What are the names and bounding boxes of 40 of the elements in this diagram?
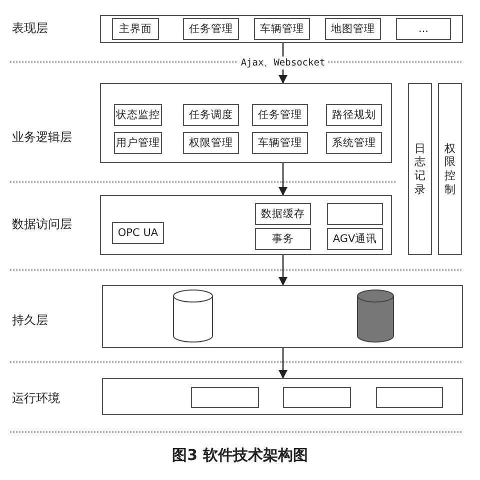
layer-label: 数据访问层 xyxy=(12,216,72,233)
module-box: ... xyxy=(396,18,451,40)
module-box: OPC UA xyxy=(112,222,164,244)
module-box: 任务管理 xyxy=(252,104,308,126)
database-cylinder xyxy=(357,290,394,342)
layer-box xyxy=(102,378,463,415)
module-box: 任务管理 xyxy=(183,18,239,40)
module-box: 地图管理 xyxy=(325,18,381,40)
layer-label: 业务逻辑层 xyxy=(12,129,72,146)
module-box: 用户管理 xyxy=(114,132,162,154)
layer-box xyxy=(100,15,463,43)
module-box: 任务调度 xyxy=(183,104,239,126)
layer-box xyxy=(102,285,463,348)
module-box: 状态监控 xyxy=(114,104,162,126)
layer-box xyxy=(100,83,392,163)
module-box: AGV通讯 xyxy=(327,228,383,250)
figure-caption: 图3 软件技术架构图 xyxy=(171,446,309,465)
layer-label: 持久层 xyxy=(12,312,48,329)
module-box: 事务 xyxy=(255,228,311,250)
component-box xyxy=(191,387,259,408)
module-box: 车辆管理 xyxy=(254,18,310,40)
vertical-module-box: 权限控制 xyxy=(438,83,462,255)
module-box: 主界面 xyxy=(112,18,159,40)
layer-label: 运行环境 xyxy=(12,390,60,407)
layer-label: 表现层 xyxy=(12,20,48,37)
module-box: 路径规划 xyxy=(326,104,382,126)
component-box xyxy=(327,203,383,225)
arrow xyxy=(278,163,288,196)
edge-label: Ajax、Websocket xyxy=(238,56,328,70)
database-cylinder xyxy=(173,290,213,342)
layer-box xyxy=(100,195,392,255)
arrow xyxy=(278,255,288,286)
component-box xyxy=(283,387,351,408)
module-box: 车辆管理 xyxy=(252,132,308,154)
arrow xyxy=(278,348,288,379)
component-box xyxy=(376,387,443,408)
module-box: 系统管理 xyxy=(326,132,382,154)
vertical-module-box: 日志记录 xyxy=(408,83,432,255)
module-box: 权限管理 xyxy=(183,132,239,154)
module-box: 数据缓存 xyxy=(255,203,311,225)
